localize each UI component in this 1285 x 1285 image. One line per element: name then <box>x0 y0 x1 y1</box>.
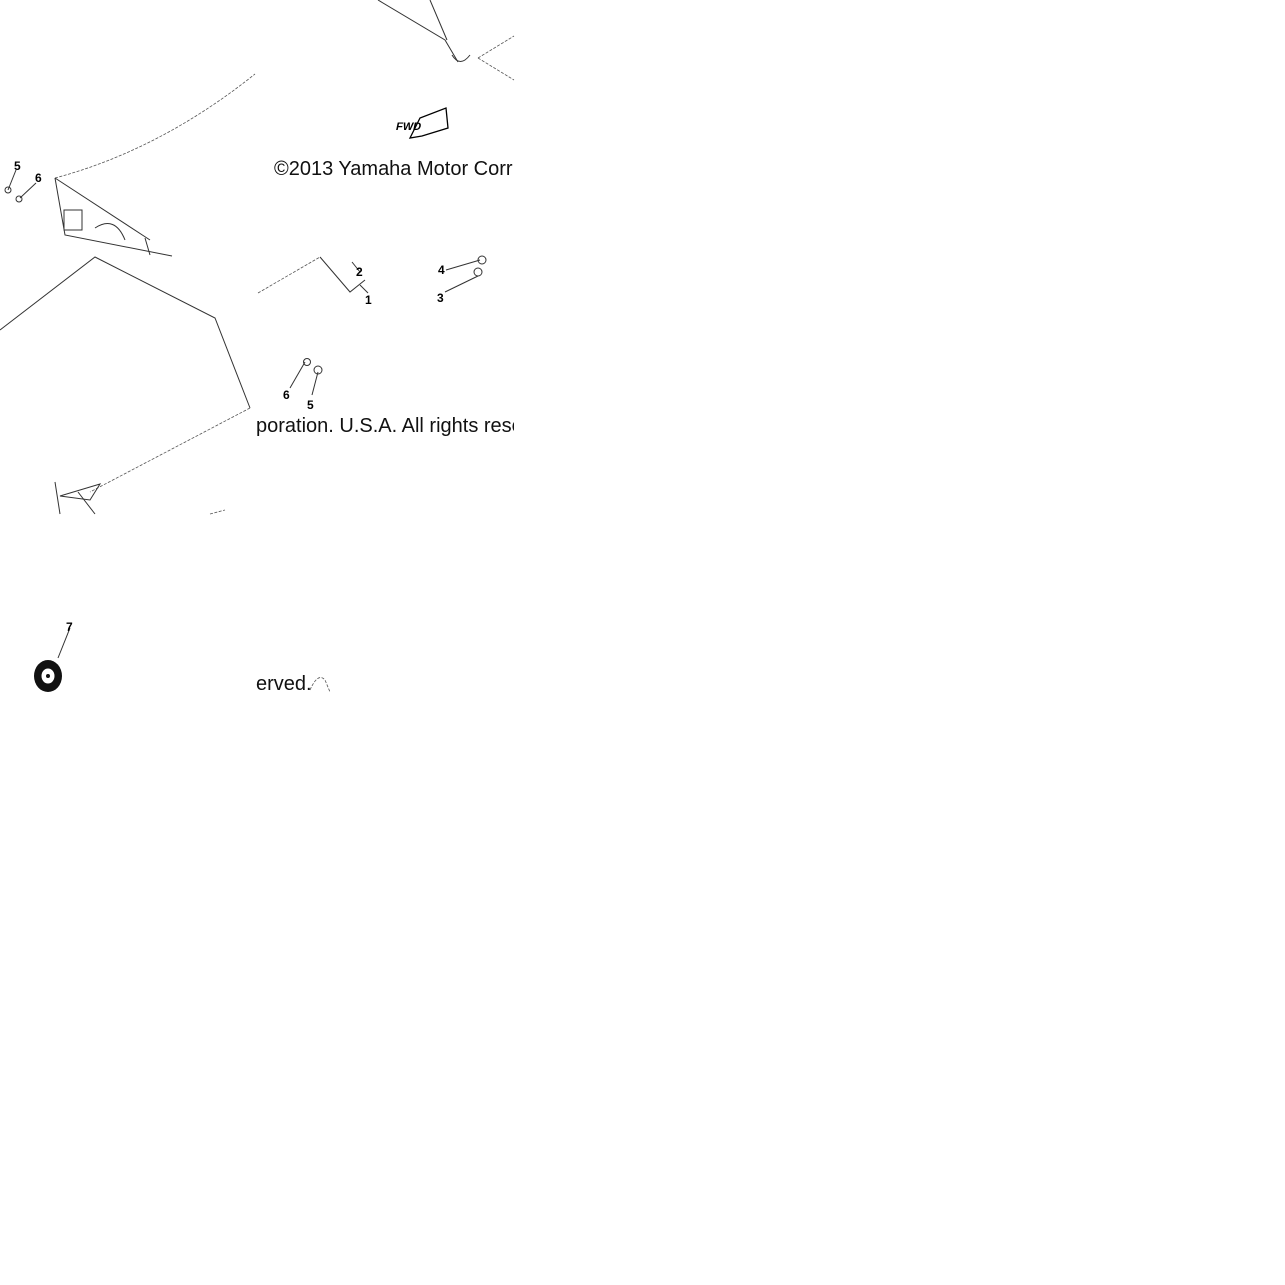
center-panel-part <box>257 256 369 294</box>
upper-left-fastener-group <box>4 169 37 203</box>
windscreen-outline <box>0 256 251 515</box>
copyright-line-1: ©2013 Yamaha Motor Corr <box>274 158 513 180</box>
front-badge-text: FWD <box>395 121 423 133</box>
fairing-upper-curve <box>54 73 256 179</box>
copyright-line-2: poration. U.S.A. All rights rese <box>256 415 514 437</box>
callout-2-center: 2 <box>356 265 363 279</box>
callout-6-upper-left: 6 <box>35 171 42 185</box>
callout-3-right: 3 <box>437 291 444 305</box>
trailing-squiggle <box>309 677 331 693</box>
copyright-line-3: erved. <box>256 673 312 695</box>
left-bracket-panel <box>54 177 173 257</box>
callout-5-upper-left: 5 <box>14 159 21 173</box>
lower-fastener-group <box>289 358 323 396</box>
callout-7-bottom: 7 <box>66 620 73 634</box>
top-bracket-part <box>377 0 515 81</box>
grommet-part <box>34 627 71 692</box>
callout-1-center: 1 <box>365 293 372 307</box>
callout-6-lower: 6 <box>283 388 290 402</box>
callout-4-right: 4 <box>438 263 445 277</box>
front-direction-icon: FWD <box>395 107 449 139</box>
right-fastener-group <box>444 255 487 293</box>
callout-5-lower: 5 <box>307 398 314 412</box>
